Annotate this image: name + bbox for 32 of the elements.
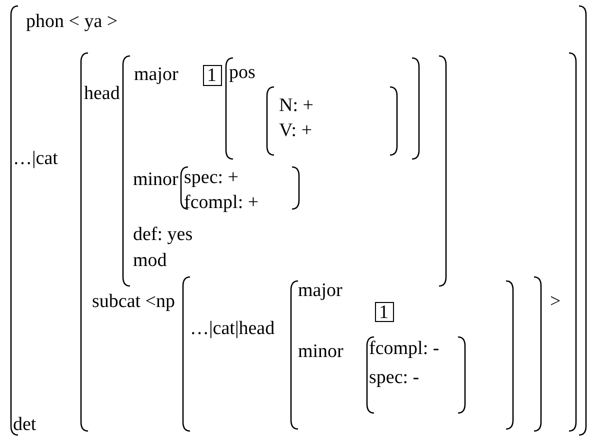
- feature-label: V: +: [279, 120, 312, 142]
- feature-label: phon < ya >: [26, 11, 118, 33]
- bracket-matrix: [290, 280, 514, 430]
- bracket-matrix: [10, 5, 587, 436]
- bracket-matrix: [266, 86, 398, 156]
- tag-box: [375, 302, 394, 322]
- feature-label: fcompl: +: [184, 192, 259, 214]
- feature-label: pos: [229, 62, 256, 84]
- feature-label: …|cat: [13, 148, 58, 170]
- bracket-matrix: [180, 166, 300, 210]
- bracket-matrix: [366, 336, 466, 414]
- feature-label: major: [298, 280, 342, 302]
- tag-number: 1: [207, 65, 216, 87]
- feature-label: subcat <np: [92, 291, 176, 313]
- feature-label: def: yes: [133, 224, 193, 246]
- feature-label: >: [550, 291, 561, 313]
- feature-label: minor: [298, 341, 344, 363]
- bracket-matrix: [80, 52, 577, 432]
- feature-label: spec: +: [184, 167, 239, 189]
- tag-box: [203, 65, 222, 86]
- feature-label: N: +: [279, 95, 314, 117]
- feature-label: major: [134, 64, 178, 86]
- feature-label: fcompl: -: [369, 338, 440, 360]
- feature-label: spec: -: [369, 367, 420, 389]
- bracket-matrix: [225, 57, 420, 160]
- feature-label: mod: [133, 250, 167, 272]
- feature-label: …|cat|head: [190, 318, 275, 340]
- bracket-matrix: [182, 276, 542, 432]
- feature-label: det: [13, 414, 36, 436]
- feature-label: head: [84, 83, 120, 105]
- tag-number: 1: [379, 302, 388, 324]
- feature-label: minor: [133, 169, 178, 191]
